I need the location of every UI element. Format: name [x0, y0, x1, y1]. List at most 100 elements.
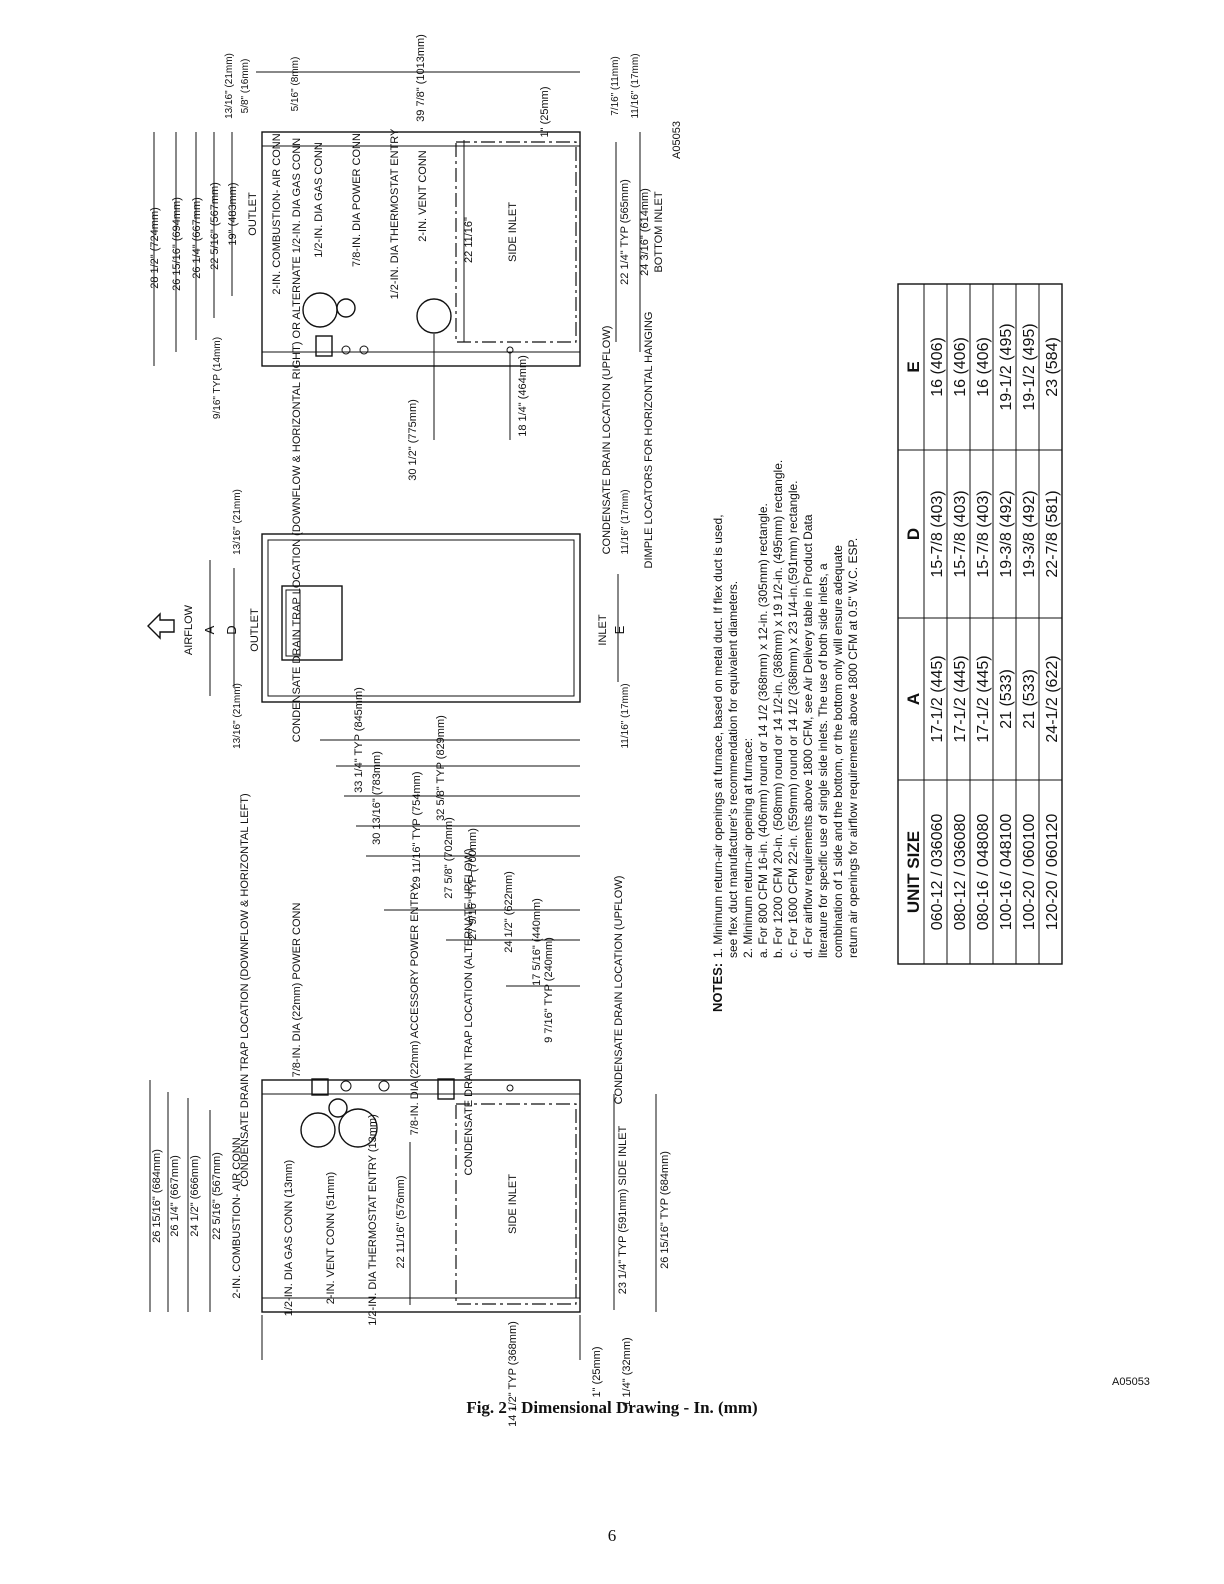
svg-text:11/16" (17mm): 11/16" (17mm) [630, 53, 641, 118]
svg-text:26 1/4" (667mm): 26 1/4" (667mm) [169, 1155, 181, 1237]
left-side-inlet-outline [455, 1103, 577, 1305]
table-cell: 080-12 / 036080 [952, 814, 969, 931]
right-side-inlet-outline [455, 141, 577, 343]
svg-text:29 11/16" TYP (754mm): 29 11/16" TYP (754mm) [411, 771, 423, 888]
right-power-conn-icon [359, 345, 369, 355]
front-window-panel [281, 585, 343, 661]
table-cell: 17-1/2 (445) [952, 655, 969, 742]
gas-conn-icon [328, 1098, 348, 1118]
svg-text:39 7/8" (1013mm): 39 7/8" (1013mm) [415, 34, 427, 122]
svg-text:CONDENSATE DRAIN TRAP LOCATION: CONDENSATE DRAIN TRAP LOCATION (ALTERNAT… [463, 849, 475, 1176]
svg-text:7/8-IN. DIA (22mm) POWER CONN: 7/8-IN. DIA (22mm) POWER CONN [291, 903, 303, 1078]
front-cabinet-outline [261, 533, 581, 703]
front-view: AIRFLOW A D OUTLET INLET E 13/16" (21mm)… [147, 489, 631, 749]
svg-text:24 1/2" (666mm): 24 1/2" (666mm) [189, 1155, 201, 1237]
svg-text:26 15/16" (694mm): 26 15/16" (694mm) [171, 197, 183, 291]
drain-trap-icon [311, 1078, 329, 1096]
dim-letter-a: A [202, 625, 217, 634]
table-cell: 22-7/8 (581) [1044, 490, 1061, 577]
right-thermostat-icon [341, 345, 351, 355]
right-combustion-air-icon [302, 292, 338, 328]
table-cell: 17-1/2 (445) [929, 655, 946, 742]
svg-text:24 1/2" (622mm): 24 1/2" (622mm) [503, 871, 515, 953]
svg-text:27 5/8" (702mm): 27 5/8" (702mm) [443, 817, 455, 899]
svg-text:see flex duct manufacturer's r: see flex duct manufacturer's recommendat… [726, 581, 740, 958]
svg-text:2-IN. VENT CONN: 2-IN. VENT CONN [417, 150, 429, 242]
table-cell: 19-1/2 (495) [998, 323, 1015, 410]
left-view-right-dims: 23 1/4" TYP (591mm) SIDE INLET 26 15/16"… [617, 1125, 671, 1294]
svg-text:1" (25mm): 1" (25mm) [539, 87, 551, 138]
front-bottom-left-offset: 11/16" (17mm) [620, 683, 631, 748]
svg-text:22 11/16" (576mm): 22 11/16" (576mm) [395, 1176, 407, 1269]
table-cell: 19-1/2 (495) [1021, 323, 1038, 410]
table-cell: 15-7/8 (403) [975, 490, 992, 577]
svg-text:14 1/2" TYP (368mm): 14 1/2" TYP (368mm) [507, 1321, 519, 1427]
svg-text:7/16" (11mm): 7/16" (11mm) [610, 56, 621, 116]
svg-text:1/2-IN. DIA THERMOSTAT ENTRY: 1/2-IN. DIA THERMOSTAT ENTRY [389, 128, 401, 299]
svg-text:combination of 1 side and the: combination of 1 side and the bottom, or… [831, 545, 845, 958]
svg-text:27 9/16" TYP (700mm): 27 9/16" TYP (700mm) [467, 828, 479, 940]
alt-drain-trap-icon [437, 1078, 455, 1100]
right-view-drain-labels: CONDENSATE DRAIN TRAP LOCATION (DOWNFLOW… [291, 138, 655, 743]
right-view-conn-labels: 2-IN. COMBUSTION- AIR CONN 1/2-IN. DIA G… [271, 128, 429, 299]
table-cell: 21 (533) [998, 669, 1015, 729]
svg-text:22 5/16" (567mm): 22 5/16" (567mm) [209, 182, 221, 270]
table-cell: 24-1/2 (622) [1044, 655, 1061, 742]
svg-text:26 15/16" TYP (684mm): 26 15/16" TYP (684mm) [659, 1151, 671, 1269]
right-drain-trap-icon [315, 335, 333, 357]
svg-text:13/16" (21mm): 13/16" (21mm) [224, 53, 235, 119]
right-side-inlet-label: SIDE INLET [507, 202, 519, 262]
svg-text:23 1/4" TYP (591mm) SIDE INLET: 23 1/4" TYP (591mm) SIDE INLET [617, 1125, 629, 1294]
front-inlet-label: INLET [597, 614, 609, 645]
left-view-height-dims: 33 1/4" TYP (845mm) 32 5/8" TYP (829mm) … [353, 687, 555, 1043]
table-cell: 100-16 / 048100 [998, 814, 1015, 931]
right-cabinet-outline [261, 131, 581, 367]
svg-text:b. For 1200 CFM 20-in. (508mm: b. For 1200 CFM 20-in. (508mm) round or … [771, 460, 785, 958]
svg-text:1/2-IN. DIA GAS CONN: 1/2-IN. DIA GAS CONN [313, 142, 325, 258]
table-cell: 15-7/8 (403) [952, 490, 969, 577]
right-view-top-offsets: 13/16" (21mm) 5/8" (16mm) 5/16" (8mm) 39… [224, 34, 427, 122]
svg-text:30 13/16" (783mm): 30 13/16" (783mm) [371, 751, 383, 845]
front-top-left-offset: 13/16" (21mm) [232, 683, 243, 749]
table-cell: 120-20 / 060120 [1044, 814, 1061, 931]
left-view-top-labels: CONDENSATE DRAIN TRAP LOCATION (DOWNFLOW… [239, 793, 625, 1186]
right-side-view: SIDE INLET 28 1/2" (724mm) 26 15/16" (69… [149, 34, 683, 742]
left-cabinet-outline [261, 1079, 581, 1313]
svg-text:CONDENSATE DRAIN LOCATION (UPF: CONDENSATE DRAIN LOCATION (UPFLOW) [601, 326, 613, 555]
right-view-bottom-dims: 22 1/4" TYP (565mm) 24 3/16" (614mm) BOT… [610, 53, 665, 284]
header-e: E [904, 361, 923, 372]
table-header-row: UNIT SIZE A D E [904, 361, 923, 913]
front-bottom-right-offset: 11/16" (17mm) [620, 489, 631, 554]
header-d: D [904, 528, 923, 540]
svg-text:9/16" TYP (14mm): 9/16" TYP (14mm) [212, 337, 223, 419]
airflow-arrow-icon [147, 612, 175, 640]
svg-text:2. Minimum return-air opening: 2. Minimum return-air opening at furnace… [741, 738, 755, 958]
svg-text:1" (25mm): 1" (25mm) [591, 1347, 603, 1398]
left-view-bottom-dims: 14 1/2" TYP (368mm) 1" (25mm) 1 1/4" (32… [507, 1321, 633, 1427]
svg-text:22 11/16": 22 11/16" [463, 217, 475, 263]
svg-text:7/8-IN. DIA POWER CONN: 7/8-IN. DIA POWER CONN [351, 133, 363, 267]
svg-text:5/16" (8mm): 5/16" (8mm) [290, 57, 301, 112]
svg-text:c. For 1600 CFM 22-in. (559mm: c. For 1600 CFM 22-in. (559mm) round or … [786, 480, 800, 958]
svg-text:literature for specific use of: literature for specific use of single si… [816, 563, 830, 958]
table-cell: 21 (533) [1021, 669, 1038, 729]
svg-text:1. Minimum return-air opening: 1. Minimum return-air openings at furnac… [711, 514, 725, 958]
combustion-air-conn-icon [300, 1112, 336, 1148]
header-unit-size: UNIT SIZE [904, 831, 923, 913]
svg-text:33 1/4" TYP (845mm): 33 1/4" TYP (845mm) [353, 687, 365, 793]
dim-letter-d: D [224, 625, 239, 634]
svg-text:DIMPLE LOCATORS FOR HORIZONTAL: DIMPLE LOCATORS FOR HORIZONTAL HANGING [643, 312, 655, 569]
drain-location-icon [506, 1084, 514, 1092]
svg-text:24 3/16" (614mm): 24 3/16" (614mm) [639, 188, 651, 276]
svg-text:a. For 800 CFM 16-in. (406mm): a. For 800 CFM 16-in. (406mm) round or 1… [756, 503, 770, 958]
svg-text:32 5/8" TYP (829mm): 32 5/8" TYP (829mm) [435, 715, 447, 821]
svg-text:d. For airflow requirements a: d. For airflow requirements above 1800 C… [801, 514, 815, 958]
svg-text:9 7/16" TYP (240mm): 9 7/16" TYP (240mm) [543, 937, 555, 1043]
